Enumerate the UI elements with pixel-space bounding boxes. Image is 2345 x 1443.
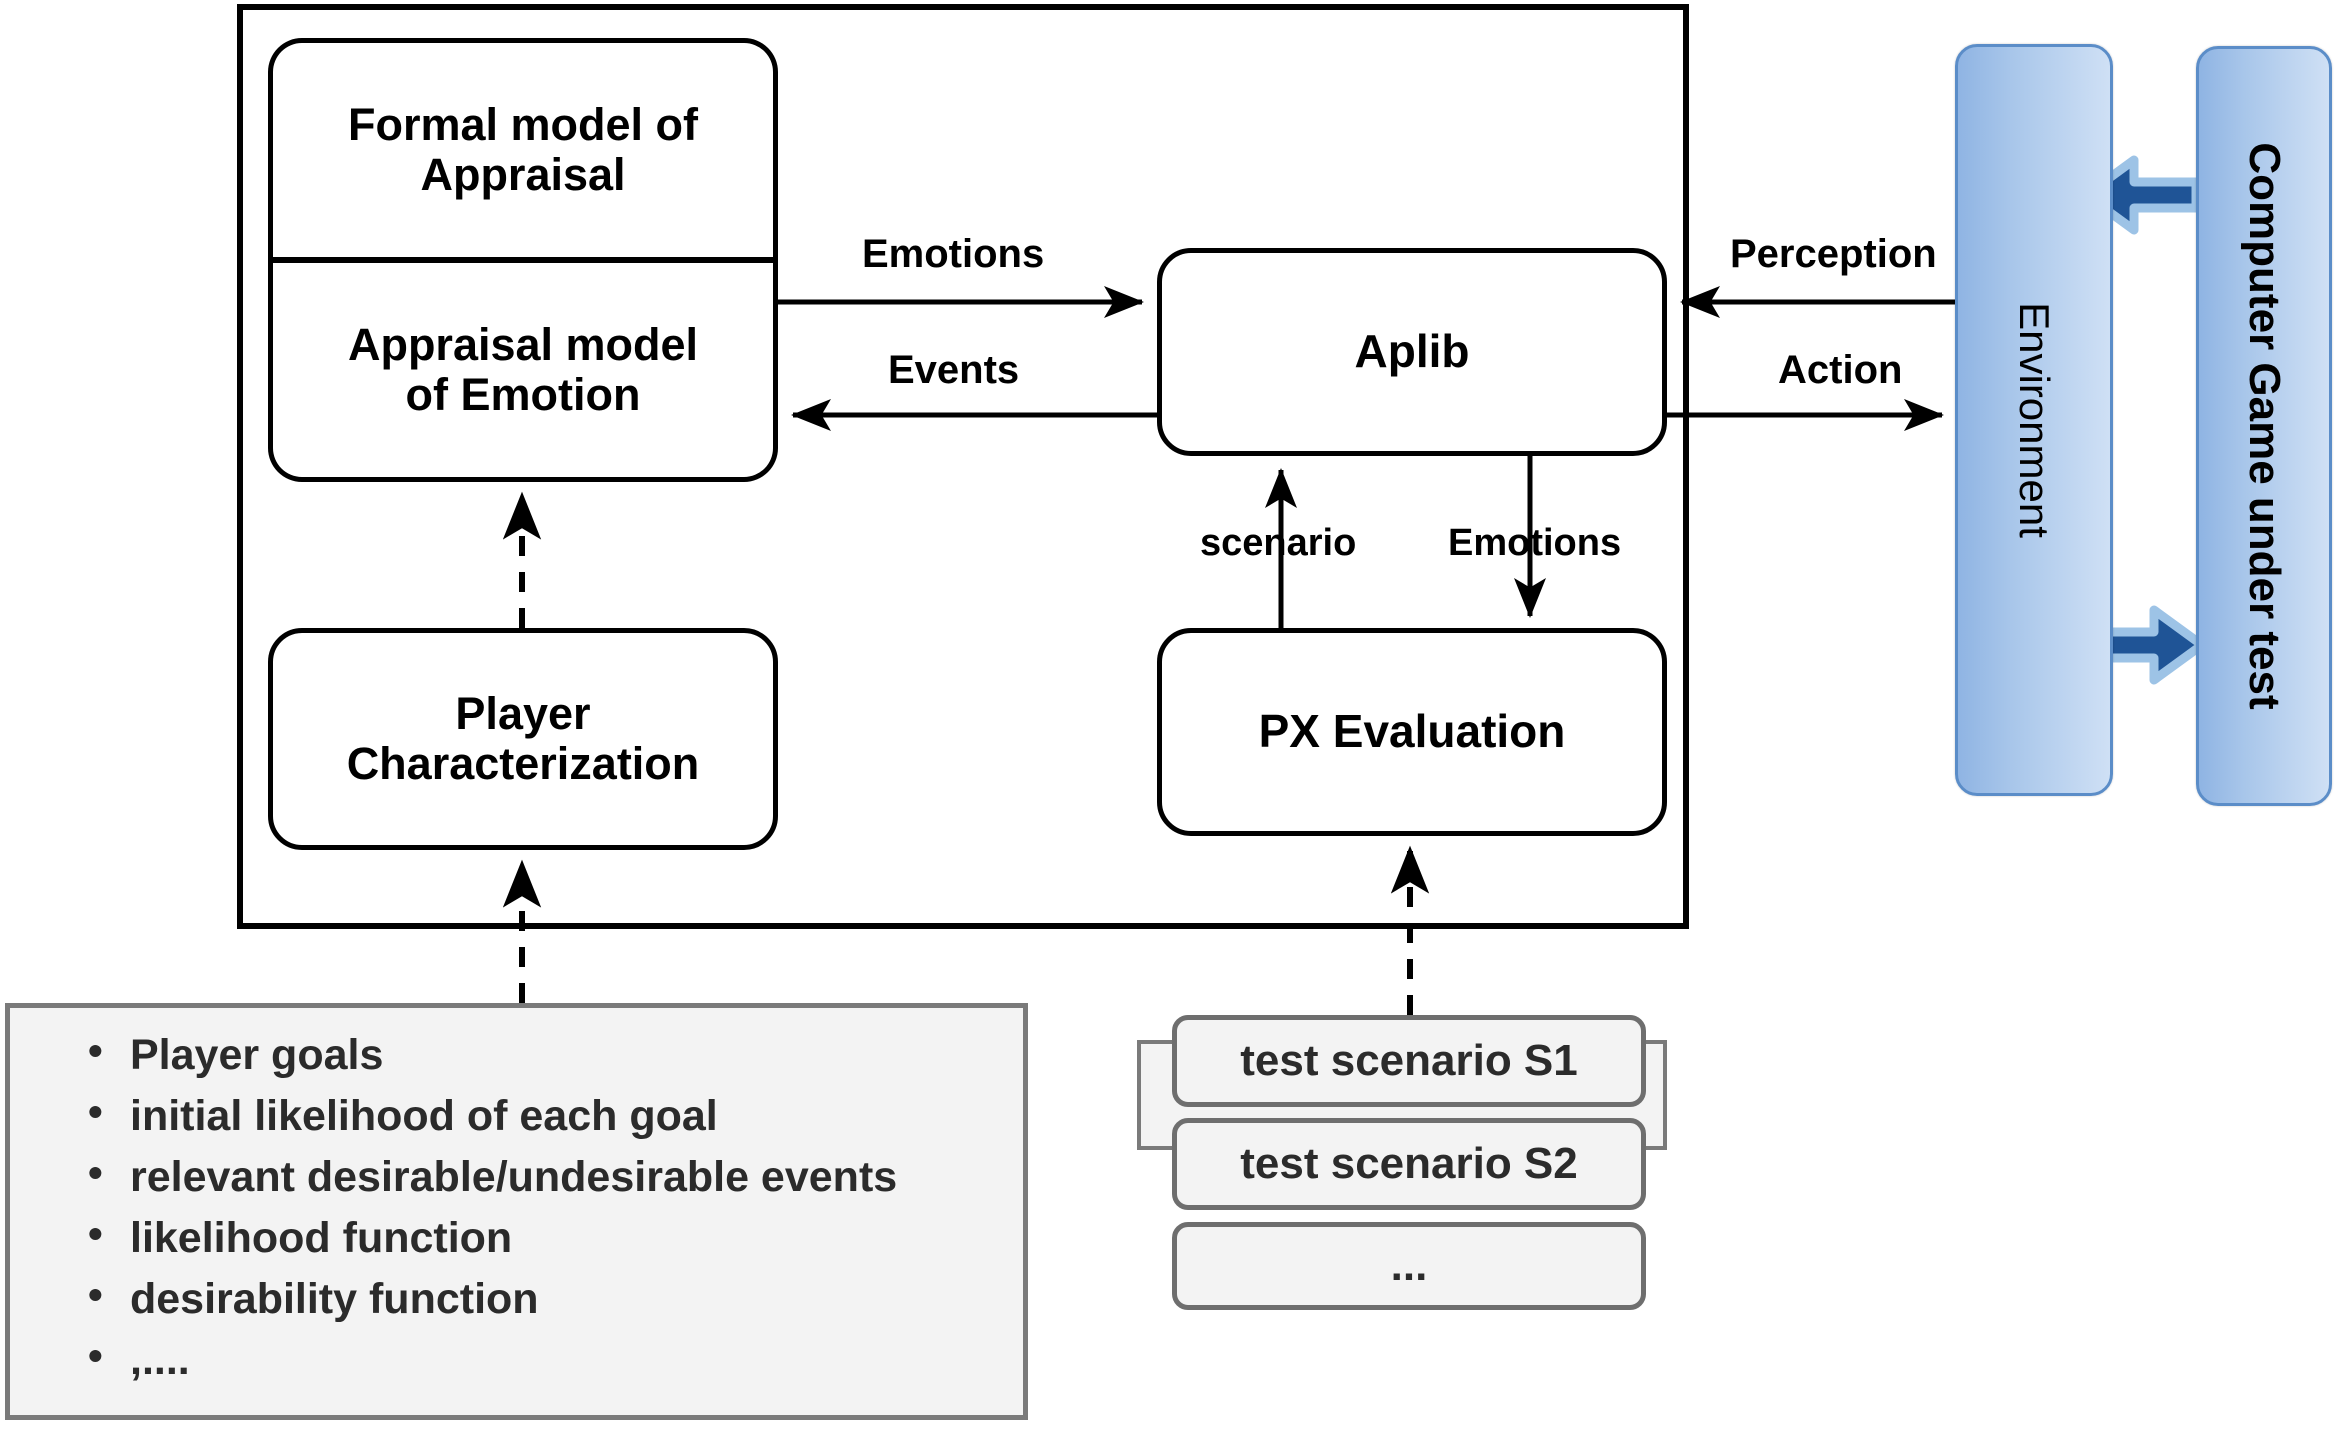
scenario-item-s1[interactable]: test scenario S1 <box>1172 1015 1646 1107</box>
edge-label-emotions-horizontal: Emotions <box>862 232 1045 276</box>
node-label-environment: Environment <box>2011 302 2058 538</box>
node-formal-model-of-appraisal[interactable]: Formal model of Appraisal <box>268 38 778 260</box>
node-label-line2: Appraisal <box>420 149 626 200</box>
node-aplib[interactable]: Aplib <box>1157 248 1667 456</box>
edge-label-perception: Perception <box>1730 232 1937 276</box>
node-label-game-under-test: Computer Game under test <box>2240 142 2289 710</box>
node-label-line1: Appraisal model <box>347 318 699 370</box>
node-label: Aplib <box>1354 325 1470 378</box>
node-label: Formal model of Appraisal <box>347 98 699 201</box>
edge-label-events-horizontal: Events <box>888 348 1020 392</box>
node-label-line2: of Emotion <box>405 369 641 420</box>
node-px-evaluation[interactable]: PX Evaluation <box>1157 628 1667 836</box>
system-boundary-frame <box>237 4 1689 929</box>
edge-label-scenario: scenario <box>1200 522 1357 564</box>
node-environment[interactable]: Environment <box>1955 44 2113 796</box>
node-label: PX Evaluation <box>1258 705 1566 758</box>
list-item: desirability function <box>88 1274 1023 1321</box>
node-label-line1: Formal model of <box>347 98 699 150</box>
node-player-characterization[interactable]: Player Characterization <box>268 628 778 850</box>
bullet-list: Player goals initial likelihood of each … <box>10 1008 1023 1382</box>
node-label: Appraisal model of Emotion <box>347 318 699 421</box>
node-label: Player Characterization <box>346 687 700 790</box>
player-characterization-inputs-panel: Player goals initial likelihood of each … <box>5 1003 1028 1420</box>
list-item: initial likelihood of each goal <box>88 1091 1023 1138</box>
list-item: relevant desirable/undesirable events <box>88 1152 1023 1199</box>
edge-label-action: Action <box>1778 348 1903 392</box>
list-item: likelihood function <box>88 1213 1023 1260</box>
node-computer-game-under-test[interactable]: Computer Game under test <box>2196 46 2332 806</box>
node-label-line2: Characterization <box>346 738 700 789</box>
list-item: ,.... <box>88 1335 1023 1382</box>
scenario-item-s2[interactable]: test scenario S2 <box>1172 1118 1646 1210</box>
node-label-line1: Player <box>455 687 591 739</box>
list-item: Player goals <box>88 1030 1023 1077</box>
scenario-item-more[interactable]: ... <box>1172 1222 1646 1310</box>
edge-label-emotions-vertical: Emotions <box>1448 522 1622 564</box>
node-appraisal-model-of-emotion[interactable]: Appraisal model of Emotion <box>268 260 778 482</box>
